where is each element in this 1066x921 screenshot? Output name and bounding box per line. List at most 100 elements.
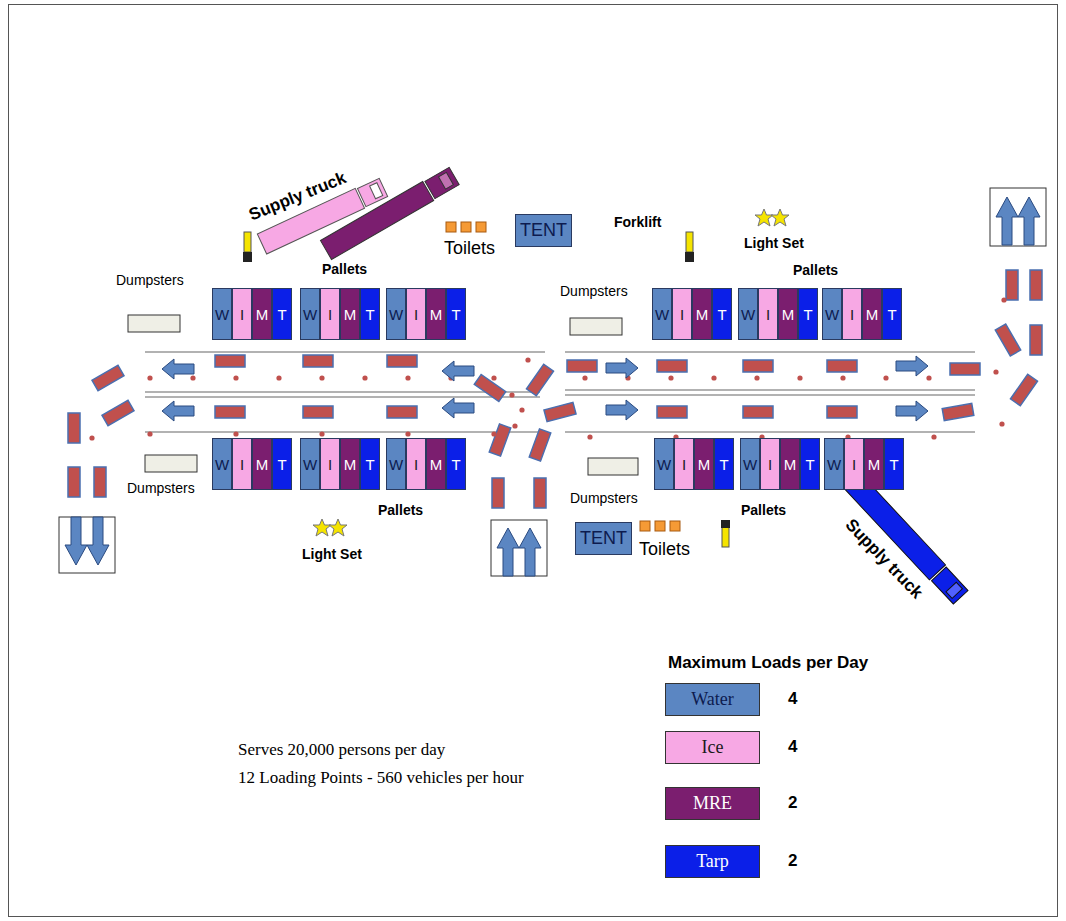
legend-text: Tarp <box>696 851 729 872</box>
pallet-box: M <box>862 288 882 340</box>
pallet-letter: I <box>852 456 856 473</box>
traffic-cone <box>525 357 530 362</box>
pallet-box: M <box>252 288 272 340</box>
legend-value: 2 <box>788 793 797 813</box>
pallet-letter: T <box>277 456 286 473</box>
pallet-letter: T <box>451 456 460 473</box>
entry-exit-signs <box>59 188 1046 576</box>
pallet-letter: T <box>889 456 898 473</box>
pallet-letter: M <box>344 456 357 473</box>
pallet-box: T <box>360 438 380 490</box>
road-lines <box>145 352 975 432</box>
light-set-label: Light Set <box>302 546 362 562</box>
traffic-cone <box>587 434 592 439</box>
pallet-box: T <box>882 288 902 340</box>
vehicle <box>68 467 80 497</box>
legend-heading: Maximum Loads per Day <box>668 653 868 673</box>
vehicle <box>1006 270 1018 300</box>
flow-arrow <box>606 400 638 420</box>
pallet-box: I <box>320 288 340 340</box>
pallet-letter: W <box>827 456 841 473</box>
pallet-letter: M <box>784 456 797 473</box>
vehicle <box>657 360 687 372</box>
legend-text: Water <box>691 689 734 710</box>
pallet-box: I <box>842 288 862 340</box>
traffic-cone <box>999 421 1004 426</box>
vehicle <box>492 478 504 508</box>
flow-arrow <box>606 358 638 378</box>
pallet-letter: I <box>768 456 772 473</box>
pallet-letter: W <box>657 456 671 473</box>
pallet-box: M <box>780 438 800 490</box>
dumpsters-label: Dumpsters <box>560 283 628 299</box>
tent-box: TENT <box>515 214 572 247</box>
pallet-box: W <box>654 438 674 490</box>
vehicle <box>544 402 576 421</box>
traffic-cone <box>797 375 802 380</box>
pallet-letter: T <box>887 306 896 323</box>
traffic-cone <box>668 375 673 380</box>
pallet-box: W <box>212 438 232 490</box>
pallet-box: I <box>320 438 340 490</box>
vehicle <box>526 364 553 395</box>
vehicle <box>827 360 857 372</box>
dumpsters-label: Dumpsters <box>127 480 195 496</box>
traffic-cone <box>582 375 587 380</box>
flow-arrow <box>896 356 928 376</box>
traffic-cone <box>840 375 845 380</box>
vehicle <box>827 406 857 418</box>
pallet-box: W <box>386 438 406 490</box>
vehicle <box>387 355 417 367</box>
pallet-box: T <box>272 288 292 340</box>
vehicle <box>743 360 773 372</box>
vehicle <box>657 406 687 418</box>
pallet-box: T <box>798 288 818 340</box>
note-text: Serves 20,000 persons per day <box>238 740 445 760</box>
vehicle <box>102 400 134 425</box>
pallet-letter: M <box>866 306 879 323</box>
toilets-label: Toilets <box>444 238 495 259</box>
vehicle <box>94 467 106 497</box>
legend-value: 2 <box>788 851 797 871</box>
dumpsters <box>128 315 638 475</box>
traffic-cone <box>233 375 238 380</box>
pallet-box: W <box>300 438 320 490</box>
traffic-cone <box>405 375 410 380</box>
pallet-box: I <box>672 288 692 340</box>
pallet-box: I <box>674 438 694 490</box>
vehicle <box>489 424 511 456</box>
pallet-letter: I <box>682 456 686 473</box>
pallet-box: M <box>426 438 446 490</box>
pallet-box: T <box>800 438 820 490</box>
traffic <box>68 270 1042 508</box>
pallet-box: I <box>232 288 252 340</box>
pallets-label: Pallets <box>793 262 838 278</box>
pallet-letter: T <box>719 456 728 473</box>
toilets <box>446 222 680 531</box>
pallet-box: T <box>884 438 904 490</box>
traffic-cone <box>147 375 152 380</box>
vehicle <box>474 374 505 401</box>
pallet-letter: I <box>414 306 418 323</box>
pallet-box: T <box>272 438 292 490</box>
pallet-letter: W <box>303 306 317 323</box>
tent-box: TENT <box>575 522 632 555</box>
pallet-box: T <box>446 438 466 490</box>
pallet-letter: W <box>825 306 839 323</box>
pallet-letter: T <box>365 456 374 473</box>
pallet-box: I <box>760 438 780 490</box>
pallet-box: T <box>714 438 734 490</box>
pallet-box: T <box>360 288 380 340</box>
tent-label: TENT <box>580 528 627 549</box>
pallet-box: I <box>844 438 864 490</box>
pallet-letter: M <box>868 456 881 473</box>
flow-arrow <box>896 401 928 421</box>
traffic-cone <box>512 423 517 428</box>
flow-arrow <box>162 401 194 421</box>
pallet-box: W <box>740 438 760 490</box>
pallet-letter: W <box>389 456 403 473</box>
traffic-cone <box>931 434 936 439</box>
pallet-letter: T <box>803 306 812 323</box>
vehicle <box>534 478 546 508</box>
